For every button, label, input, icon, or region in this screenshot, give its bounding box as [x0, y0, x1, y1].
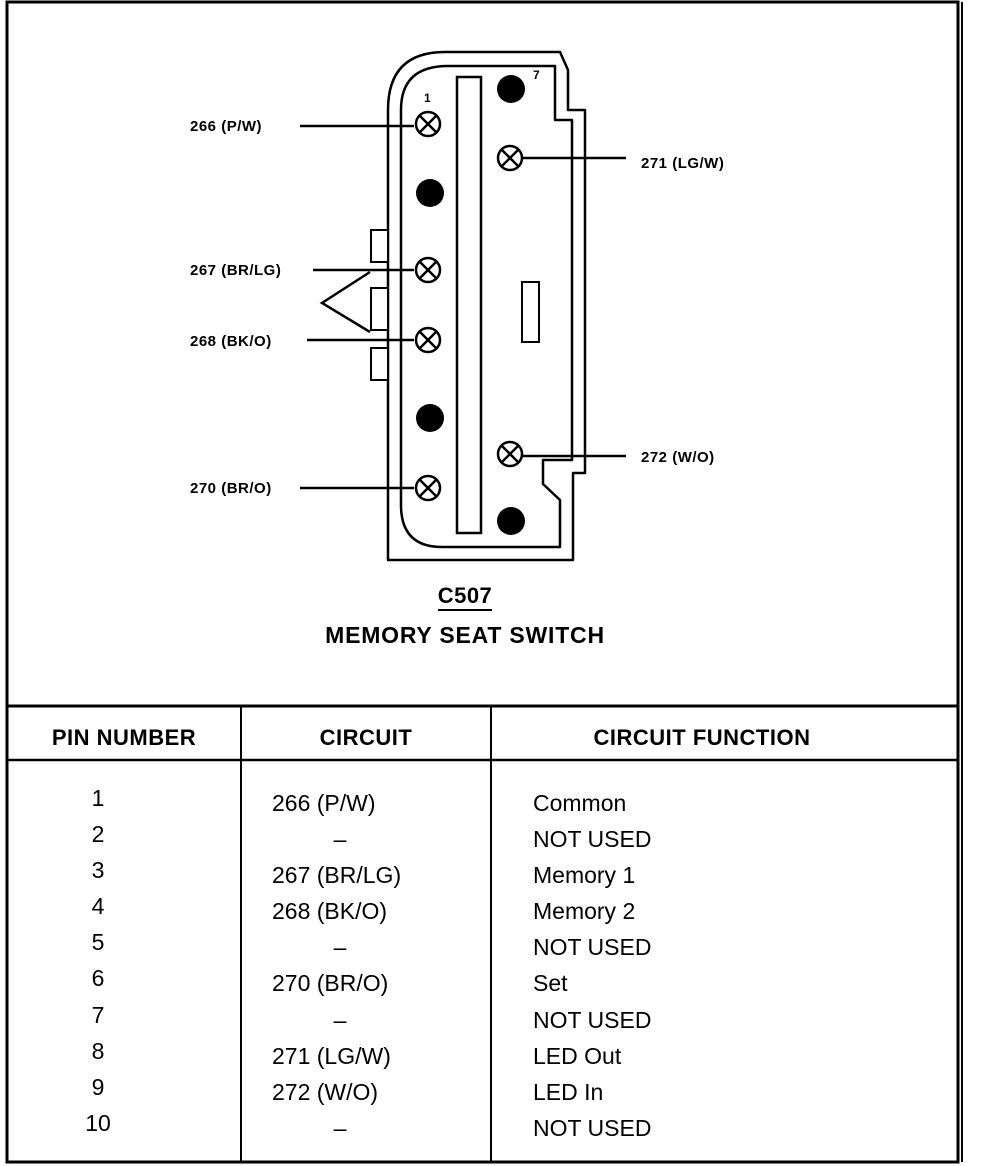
- pin-cavity-3-used: [414, 256, 442, 284]
- function-cell: LED In: [533, 1078, 604, 1105]
- connector-name: MEMORY SEAT SWITCH: [325, 622, 605, 648]
- function-cell: NOT USED: [533, 826, 652, 853]
- pin-cavity-10-unused: [497, 507, 525, 535]
- circuit-cell-dash: –: [333, 826, 347, 853]
- right-side-rib: [521, 281, 540, 343]
- latch-tab-middle: [370, 287, 389, 331]
- circuit-cell-dash: –: [333, 1114, 347, 1141]
- pin-cavity-4-used: [414, 326, 442, 354]
- circuit-cell: –: [272, 929, 462, 965]
- pin-cell: 4: [91, 893, 105, 920]
- function-cell: NOT USED: [533, 1006, 652, 1033]
- pin-cell: 6: [91, 965, 105, 992]
- circuit-cell: 267 (BR/LG): [272, 862, 402, 889]
- pin-cavity-5-unused: [416, 404, 444, 432]
- circuit-cell-dash: –: [333, 1006, 347, 1033]
- function-cell: NOT USED: [533, 1114, 652, 1141]
- outer-border: [5, 0, 960, 1164]
- function-cell: Memory 1: [533, 862, 636, 889]
- wire-label-267: 267 (BR/LG): [190, 262, 282, 279]
- function-cell: Memory 2: [533, 898, 636, 925]
- circuit-cell: 266 (P/W): [272, 790, 376, 816]
- circuit-cell: –: [272, 821, 462, 857]
- pin-number-column: 1 2 3 4 5 6 7 8 9 10: [78, 780, 118, 1141]
- circuit-cell: –: [272, 1110, 462, 1146]
- circuit-cell: 271 (LG/W): [272, 1042, 391, 1069]
- pin-cell: 2: [91, 821, 105, 848]
- pin-cavity-9-used: [496, 440, 524, 468]
- pin-cell: 9: [91, 1073, 105, 1100]
- pin-cell: 5: [91, 929, 105, 956]
- connector-id-text: C507: [437, 583, 493, 611]
- pin-cavity-7-unused: [497, 75, 525, 103]
- wire-label-271: 271 (LG/W): [641, 155, 725, 172]
- pin-cell: 1: [91, 785, 105, 811]
- latch-tab-lower: [370, 347, 389, 381]
- function-cell: Common: [533, 790, 627, 816]
- function-cell: LED Out: [533, 1042, 622, 1069]
- circuit-cell: 268 (BK/O): [272, 898, 388, 925]
- circuit-cell: 272 (W/O): [272, 1078, 379, 1105]
- pin1-locator-triangle: [319, 270, 371, 334]
- wire-label-272: 272 (W/O): [641, 449, 715, 466]
- circuit-column: 266 (P/W) – 267 (BR/LG) 268 (BK/O) – 270…: [272, 785, 462, 1146]
- connector-id: C507: [0, 582, 930, 611]
- wire-label-268: 268 (BK/O): [190, 333, 272, 350]
- function-cell: Set: [533, 970, 568, 997]
- pin-cell: 8: [91, 1037, 105, 1064]
- connector-key-bar: [455, 75, 483, 535]
- pin-cavity-6-used: [414, 474, 442, 502]
- pin-cavity-8-used: [496, 144, 524, 172]
- pin-cavity-2-unused: [416, 179, 444, 207]
- header-circuit-function: CIRCUIT FUNCTION: [593, 725, 811, 750]
- pin-1-marker: 1: [424, 91, 431, 105]
- function-cell: NOT USED: [533, 934, 652, 961]
- wire-label-266: 266 (P/W): [190, 118, 263, 135]
- wire-label-270: 270 (BR/O): [190, 480, 272, 497]
- pin-7-marker: 7: [533, 68, 540, 82]
- circuit-function-column: Common NOT USED Memory 1 Memory 2 NOT US…: [533, 785, 833, 1146]
- circuit-cell: –: [272, 1002, 462, 1038]
- header-circuit: CIRCUIT: [319, 725, 413, 750]
- connector-housing-inner: [399, 64, 574, 549]
- header-pin-number: PIN NUMBER: [51, 725, 197, 750]
- pin-cell: 7: [91, 1001, 105, 1028]
- circuit-cell-dash: –: [333, 934, 347, 961]
- pin-cell: 10: [85, 1109, 111, 1136]
- latch-tab-upper: [370, 229, 389, 263]
- pin-cell: 3: [91, 857, 105, 884]
- pin-cavity-1-used: [414, 110, 442, 138]
- circuit-cell: 270 (BR/O): [272, 970, 389, 997]
